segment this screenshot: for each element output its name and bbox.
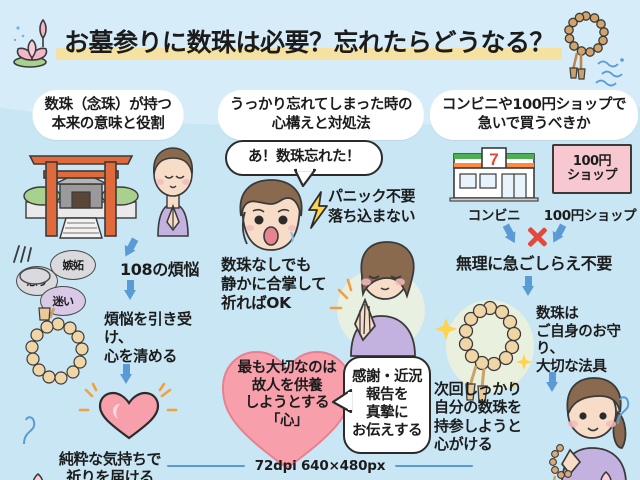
no-panic-marker-text: パニック不要 落ち込まない bbox=[327, 186, 417, 226]
gratitude-line1: 感謝・近況 bbox=[352, 369, 423, 386]
beads-protection-line1: 数珠は bbox=[536, 306, 579, 322]
temple-gate-icon bbox=[22, 144, 140, 240]
speech-bubble-tail-icon bbox=[331, 388, 353, 416]
prayer-beads-icon bbox=[560, 8, 612, 82]
footer-meta-bar: 72dpi 640×480px bbox=[0, 452, 640, 480]
title-highlight bbox=[56, 48, 562, 60]
convenience-store-label: コンビニ bbox=[467, 208, 521, 224]
surprised-woman-icon bbox=[231, 178, 311, 260]
cloud-jealousy-label: 嫉妬 bbox=[62, 259, 85, 272]
wave-decoration-icon bbox=[610, 388, 636, 428]
arrow-down-icon bbox=[124, 280, 137, 300]
page-title: お墓参りに数珠は必要？忘れたらどうなる？ bbox=[54, 16, 564, 68]
small-cloud-icon bbox=[18, 264, 52, 286]
lotus-icon bbox=[6, 460, 72, 480]
lotus-icon bbox=[10, 14, 72, 72]
column-meaning-heading-line2: 本来の意味と役割 bbox=[51, 115, 165, 132]
heart-message-line4: 「心」 bbox=[265, 413, 309, 430]
wave-decoration-icon bbox=[18, 410, 44, 448]
heart-icon bbox=[78, 382, 178, 446]
wave-decoration-icon bbox=[595, 54, 640, 88]
page-title-text: お墓参りに数珠は必要？忘れたらどうなる？ bbox=[63, 27, 555, 57]
speech-bubble-forgot: あ！数珠忘れた！ bbox=[225, 140, 383, 176]
step-purify-line1: 煩悩を引き受け、 bbox=[104, 310, 192, 347]
no-panic-line2: 落ち込まない bbox=[327, 207, 417, 226]
prayer-ok-line2: 静かに合掌して bbox=[221, 274, 327, 293]
column-forgot: うっかり忘れてしまった時の 心構えと対処法 あ！数珠忘れた！ bbox=[215, 88, 431, 480]
hundred-yen-shop-label: 100円ショップ bbox=[543, 208, 637, 224]
step-pure-heart-text: 純粋な気持ちで 祈りを届ける bbox=[46, 450, 174, 480]
column-meaning-heading: 数珠（念珠）が持つ 本来の意味と役割 bbox=[32, 90, 184, 141]
red-cross-icon bbox=[526, 226, 548, 248]
hundred-yen-shop-sign: 100円 ショップ bbox=[552, 144, 632, 194]
gratitude-line2: 報告を bbox=[366, 387, 409, 404]
speech-bubble-tail-icon bbox=[293, 167, 319, 188]
gratitude-line4: お伝えする bbox=[352, 422, 423, 439]
prayer-ok-line3: 祈ればOK bbox=[221, 293, 291, 312]
praying-woman-icon bbox=[138, 142, 208, 238]
next-time-line3: 持参しようと bbox=[434, 416, 522, 435]
bonno-count-label: 108の煩悩 bbox=[120, 260, 199, 279]
step-pure-heart-line2: 祈りを届ける bbox=[66, 468, 154, 480]
prayer-ok-text: 数珠なしでも 静かに合掌して 祈ればOK bbox=[221, 256, 327, 313]
column-buying: コンビニや100円ショップで 急いで買うべきか 7 コンビニ 100円 bbox=[428, 88, 640, 480]
woman-holding-beads-icon bbox=[540, 376, 640, 480]
speech-bubble-forgot-text: あ！数珠忘れた！ bbox=[248, 149, 361, 166]
praying-woman-icon bbox=[329, 240, 427, 358]
hundred-yen-sign-line2: ショップ bbox=[566, 168, 618, 183]
column-buying-heading-line1: コンビニや100円ショップで bbox=[441, 97, 627, 113]
step-pure-heart-line1: 純粋な気持ちで bbox=[58, 450, 162, 468]
no-rush-verdict-text: 無理に急ごしらえ不要 bbox=[455, 254, 612, 273]
speech-bubble-gratitude: 感謝・近況 報告を 真摯に お伝えする bbox=[343, 356, 431, 454]
prayer-beads-icon bbox=[435, 294, 542, 404]
arrow-down-icon bbox=[548, 222, 569, 246]
step-purify-text: 煩悩を引き受け、 心を清める bbox=[104, 310, 214, 365]
heart-message-line2: 故人を供養 bbox=[251, 377, 323, 394]
beads-protection-text: 数珠は ご自身のお守り、 大切な法具 bbox=[536, 306, 640, 377]
next-time-line1: 次回しっかり bbox=[434, 380, 522, 398]
footer-line-right bbox=[395, 464, 474, 468]
arrow-down-icon bbox=[500, 222, 521, 246]
stress-mark-icon bbox=[10, 244, 36, 266]
column-buying-heading: コンビニや100円ショップで 急いで買うべきか bbox=[429, 90, 639, 141]
arrow-down-icon bbox=[546, 372, 559, 392]
footer-meta-text: 72dpi 640×480px bbox=[254, 458, 386, 474]
no-panic-line1: パニック不要 bbox=[327, 187, 417, 206]
beads-protection-line2: ご自身のお守り、 bbox=[536, 323, 621, 358]
prayer-beads-icon bbox=[16, 306, 100, 402]
shock-mark-icon bbox=[307, 191, 331, 230]
prayer-ok-line1: 数珠なしでも bbox=[221, 256, 312, 274]
hundred-yen-sign-line1: 100円 bbox=[572, 153, 612, 169]
next-time-line2: 自分の数珠を bbox=[434, 398, 522, 417]
footer-line-left bbox=[166, 464, 245, 468]
step-purify-line2: 心を清める bbox=[104, 346, 178, 365]
column-meaning: 数珠（念珠）が持つ 本来の意味と役割 bbox=[2, 88, 214, 480]
arrow-down-icon bbox=[522, 276, 535, 296]
heart-message-text: 最も大切なのは 故人を供養 しようとする 「心」 bbox=[225, 360, 349, 431]
column-forgot-heading-line2: 心構えと対処法 bbox=[271, 115, 371, 132]
column-buying-heading-line2: 急いで買うべきか bbox=[477, 115, 591, 132]
column-forgot-heading: うっかり忘れてしまった時の 心構えと対処法 bbox=[217, 90, 425, 141]
column-meaning-heading-line1: 数珠（念珠）が持つ bbox=[44, 97, 172, 113]
svg-text:7: 7 bbox=[489, 150, 498, 169]
beads-protection-line3: 大切な法具 bbox=[536, 359, 607, 376]
convenience-store-icon: 7 bbox=[448, 144, 540, 202]
next-time-advice-text: 次回しっかり 自分の数珠を 持参しようと 心がける bbox=[434, 380, 522, 453]
cloud-jealousy: 嫉妬 bbox=[50, 250, 96, 280]
column-forgot-heading-line1: うっかり忘れてしまった時の bbox=[229, 97, 413, 113]
lotus-icon bbox=[574, 458, 640, 480]
next-time-line4: 心がける bbox=[434, 434, 493, 453]
heart-message-line3: しようとする bbox=[244, 395, 330, 412]
arrow-down-icon bbox=[120, 364, 133, 384]
gratitude-line3: 真摯に bbox=[366, 405, 409, 421]
heart-message-line1: 最も大切なのは bbox=[237, 360, 337, 376]
